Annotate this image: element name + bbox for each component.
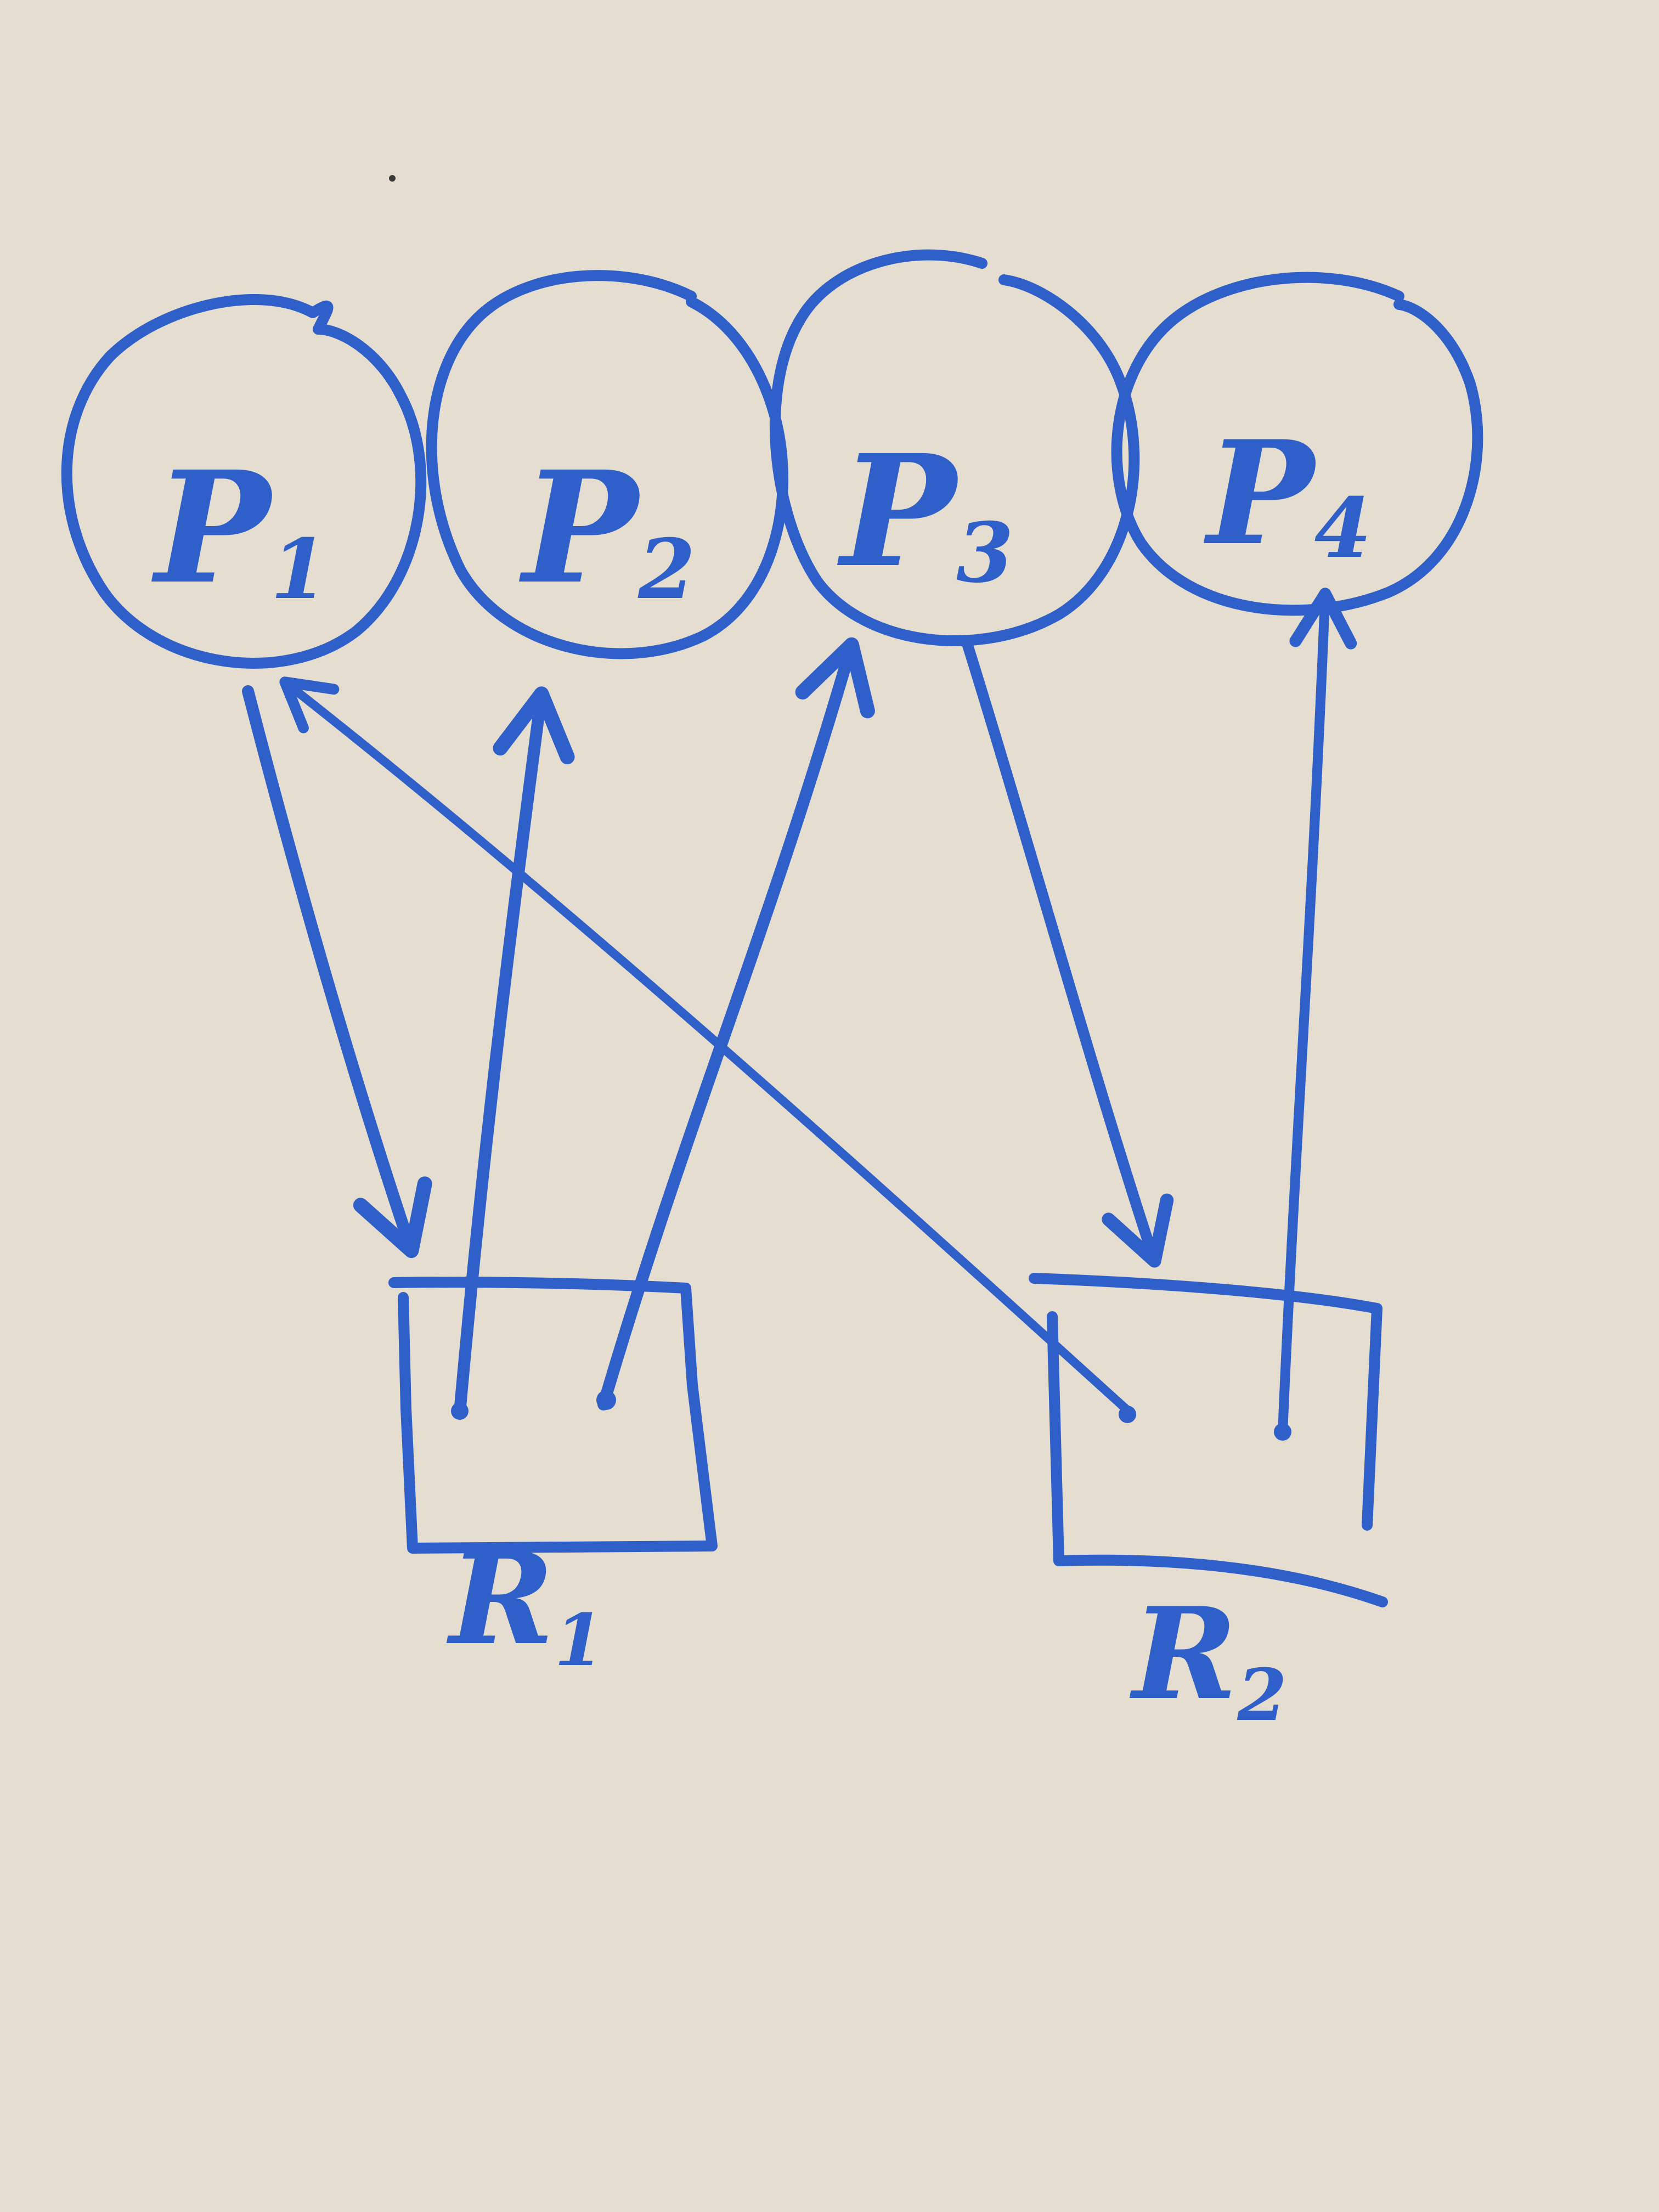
process-p4-circle [1111, 272, 1483, 616]
edge-r2-assign-p1 [279, 676, 1135, 1417]
process-p3-label: P3 [836, 421, 1014, 602]
process-p1-label: P1 [150, 438, 328, 618]
resource-r2-box [1029, 1273, 1383, 1531]
process-p3: P3 [770, 249, 1140, 646]
instance-dots [451, 1390, 1291, 1441]
process-p4-label: P4 [1203, 410, 1372, 577]
edge-r1-assign-p2 [454, 686, 575, 1419]
stray-ink-dot [389, 175, 396, 182]
r1-instance-dot-1 [451, 1402, 469, 1420]
edge-r1-assign-p3 [597, 637, 875, 1410]
edges-layer [242, 588, 1357, 1437]
edge-p1-request-r1 [242, 685, 432, 1259]
process-p4: P4 [1111, 272, 1483, 616]
resource-r1: R1 [388, 1277, 718, 1682]
process-p1: P1 [61, 294, 427, 669]
resource-r1-box [388, 1277, 718, 1554]
r2-instance-dot-2 [1274, 1423, 1291, 1441]
r1-instance-dot-2 [596, 1390, 616, 1410]
process-p3-circle [770, 249, 1140, 646]
process-p1-circle [61, 294, 427, 669]
r2-instance-dot-1 [1119, 1406, 1136, 1423]
resource-r1-label: R1 [446, 1525, 604, 1682]
process-p2-label: P2 [518, 438, 696, 618]
process-p2: P2 [426, 270, 788, 659]
resource-r2-box-left-bottom [1047, 1311, 1388, 1607]
resource-r2: R2 [1029, 1273, 1388, 1737]
resource-r2-label: R2 [1129, 1580, 1287, 1737]
edge-r2-assign-p4 [1278, 588, 1357, 1437]
edge-p3-request-r2 [961, 636, 1174, 1268]
